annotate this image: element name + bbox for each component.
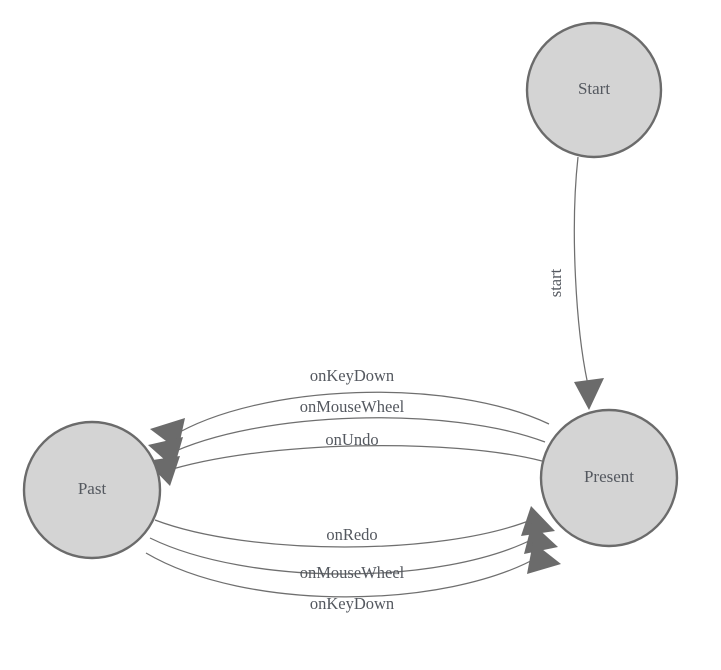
- edge-path-start: [573, 156, 589, 386]
- edge-label-redo-mousewheel: onMouseWheel: [300, 563, 405, 582]
- edge-label-redo: onRedo: [326, 525, 377, 544]
- node-past[interactable]: Past: [22, 420, 162, 560]
- edge-start-to-present[interactable]: start: [546, 156, 604, 410]
- edge-past-to-present-redo[interactable]: onRedo: [154, 506, 555, 548]
- node-present-circle: [539, 408, 679, 548]
- node-past-circle: [22, 420, 162, 560]
- edge-present-to-past-undo[interactable]: onUndo: [146, 430, 543, 486]
- edge-label-undo: onUndo: [325, 430, 378, 449]
- node-start[interactable]: Start: [525, 21, 663, 159]
- arrowhead-start: [574, 378, 604, 410]
- node-start-label: Start: [578, 79, 610, 98]
- edge-label-redo-keydown: onKeyDown: [310, 594, 394, 613]
- edge-path-redo: [154, 519, 532, 548]
- edge-path-redo-keydown: [145, 552, 541, 598]
- edge-path-undo-mousewheel: [166, 417, 546, 456]
- node-present[interactable]: Present: [539, 408, 679, 548]
- node-present-label: Present: [584, 467, 634, 486]
- node-start-circle: [525, 21, 663, 159]
- edge-path-undo: [162, 444, 543, 473]
- arrowhead-redo: [521, 506, 555, 536]
- edge-past-to-present-keydown[interactable]: onKeyDown: [145, 542, 561, 613]
- edge-path-undo-keydown: [170, 391, 550, 438]
- arrowhead-redo-keydown: [527, 542, 561, 574]
- edge-label-undo-mousewheel: onMouseWheel: [300, 397, 405, 416]
- node-past-label: Past: [78, 479, 107, 498]
- edge-label-undo-keydown: onKeyDown: [310, 366, 394, 385]
- edge-label-start: start: [546, 268, 565, 297]
- edge-path-redo-mousewheel: [149, 537, 536, 575]
